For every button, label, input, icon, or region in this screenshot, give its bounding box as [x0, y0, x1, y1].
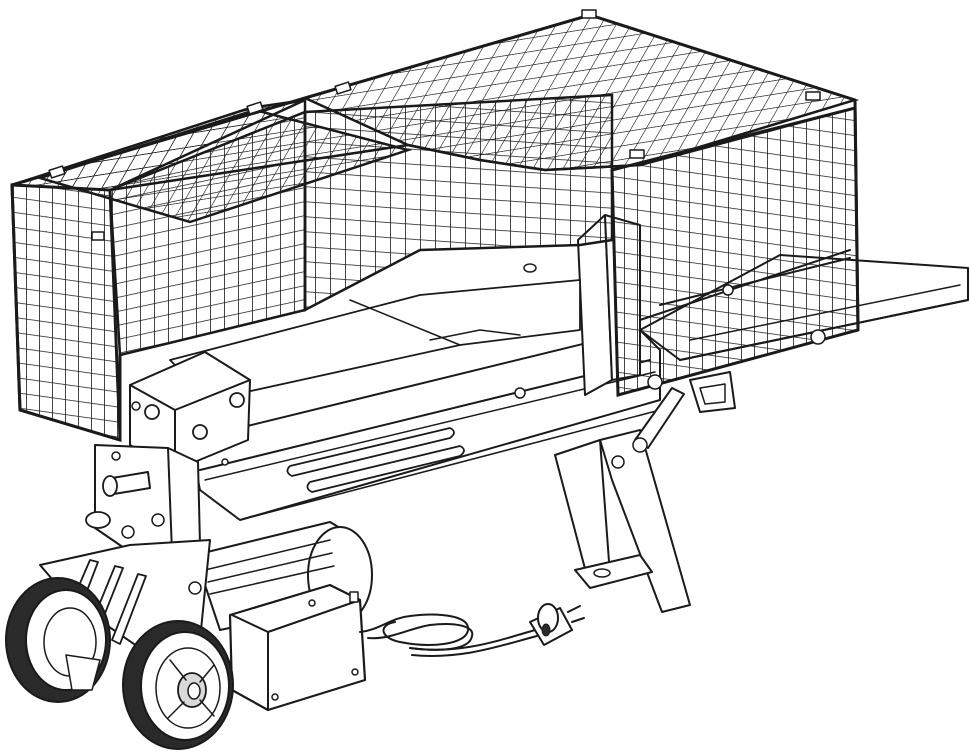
power-plug — [529, 603, 585, 646]
front-end-block — [129, 351, 251, 471]
control-valve-plate — [85, 444, 201, 553]
floor-nut — [523, 263, 537, 273]
leg-hole — [611, 455, 625, 469]
foot-bolt — [593, 568, 611, 578]
cage-support-arm — [632, 371, 736, 453]
beam-slot-upper — [286, 427, 455, 477]
rear-wheel — [5, 577, 111, 703]
end-bolt-2 — [192, 424, 208, 440]
front-wheel — [122, 620, 234, 750]
control-knob — [85, 511, 111, 529]
beam-rivet — [221, 458, 229, 466]
end-bolt-3 — [229, 392, 245, 408]
cage-clamps — [48, 9, 821, 241]
wheel-frame — [39, 539, 211, 656]
frame-slot-3 — [111, 573, 147, 645]
rear-leg-stand — [554, 429, 691, 613]
power-cord — [359, 603, 585, 657]
switch-box — [228, 583, 367, 712]
safety-cage — [10, 9, 860, 443]
beam-slot-lower — [306, 445, 465, 493]
beam-bolt — [514, 387, 526, 399]
end-bolt-1 — [144, 404, 160, 420]
lever-knob — [102, 475, 118, 497]
cage-left-end-wall — [10, 183, 122, 443]
door-latch — [639, 249, 851, 390]
